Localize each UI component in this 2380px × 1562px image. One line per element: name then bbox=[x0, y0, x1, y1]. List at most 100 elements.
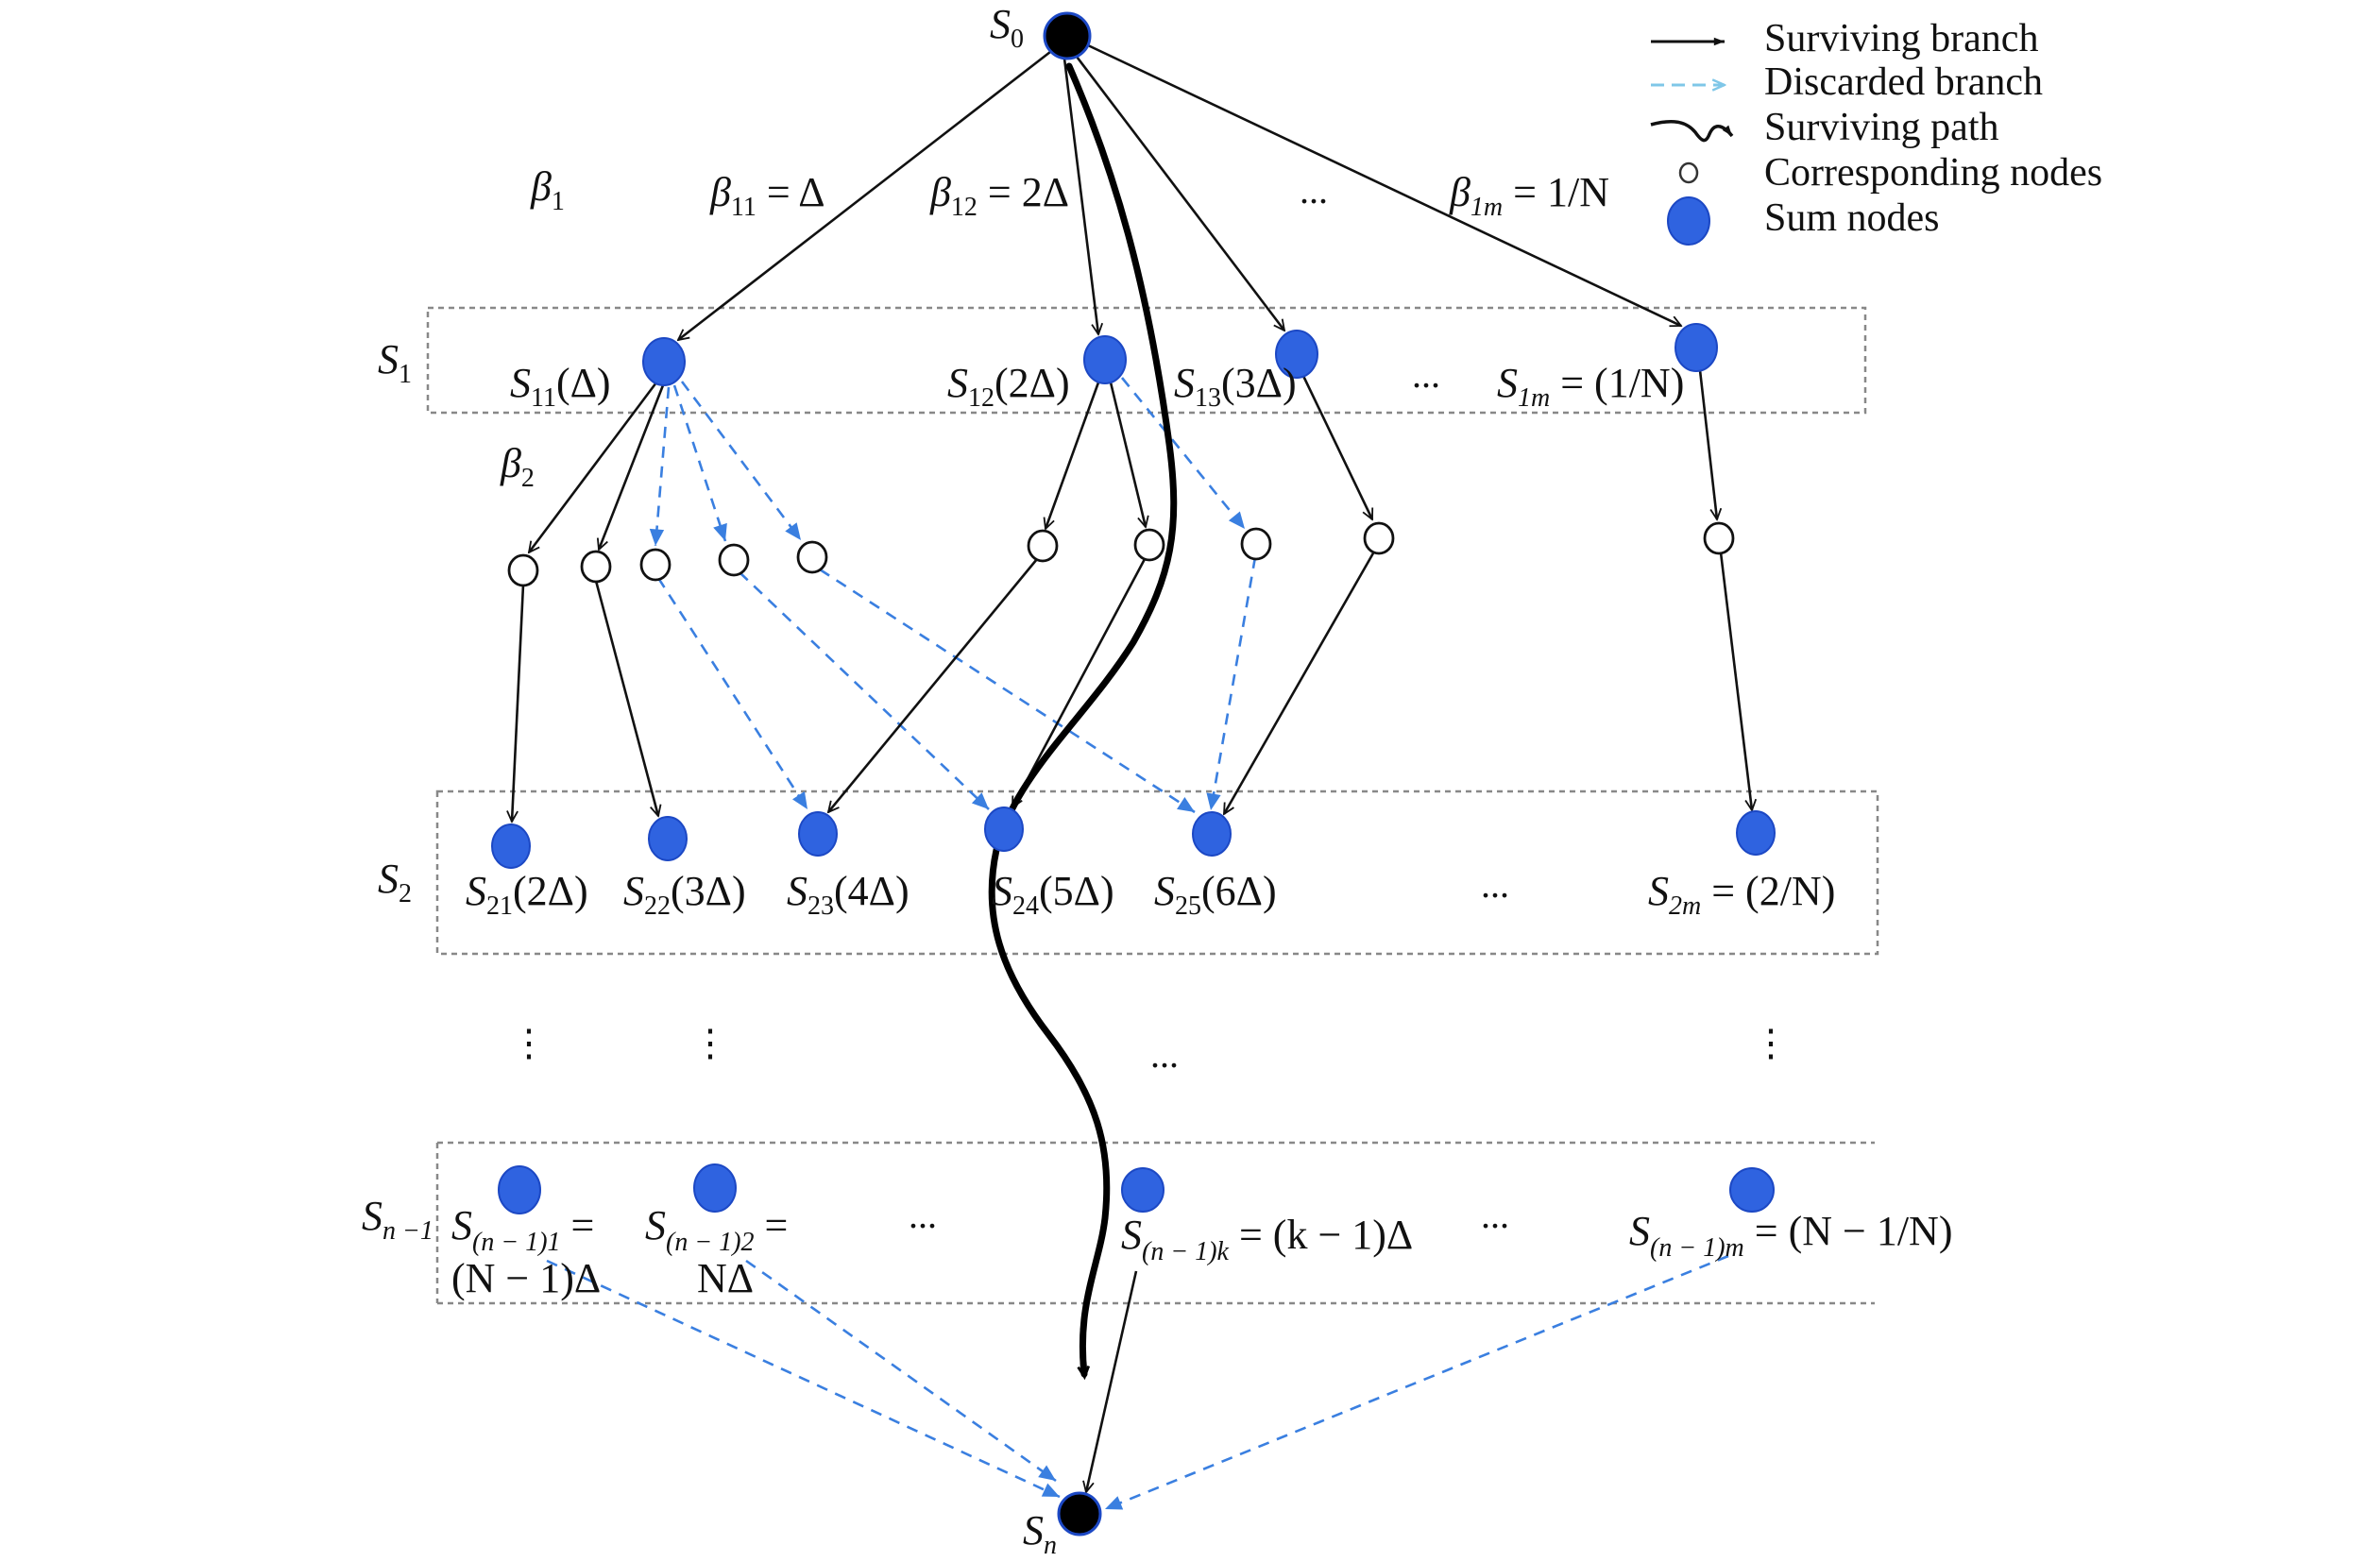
vertical-ellipsis: ⋮ bbox=[1752, 1022, 1790, 1064]
s2m-label: S2m = (2/N) bbox=[1648, 868, 1835, 921]
filled-circle-icon bbox=[1667, 196, 1710, 246]
sn12-value: NΔ bbox=[697, 1255, 754, 1301]
vertical-ellipsis: ⋮ bbox=[510, 1022, 548, 1064]
s24-label: S24(5Δ) bbox=[992, 868, 1114, 921]
sum-node-s24 bbox=[984, 806, 1024, 852]
start-node bbox=[1043, 11, 1092, 60]
legend-item-sum-nodes: Sum nodes bbox=[1667, 196, 1940, 246]
sn1m-label: S(n − 1)m = (N − 1/N) bbox=[1629, 1208, 1952, 1263]
legend-item-discarded-branch: Discarded branch bbox=[1651, 60, 2043, 104]
sum-node-s12 bbox=[1083, 335, 1127, 384]
s22-label: S22(3Δ) bbox=[623, 868, 746, 921]
edge-s11-c5 bbox=[680, 381, 803, 541]
edge-c9-s25 bbox=[1222, 551, 1376, 814]
edge-s12-c8 bbox=[1120, 377, 1247, 530]
corresponding-node bbox=[507, 553, 539, 587]
stage-2-ellipsis: ... bbox=[1481, 863, 1509, 906]
sum-node-s25 bbox=[1192, 811, 1232, 857]
edge-c4-s24 bbox=[739, 571, 990, 810]
sum-node-s23 bbox=[798, 811, 838, 857]
beta-12-label: β12 = 2Δ bbox=[929, 169, 1069, 222]
corresponding-node bbox=[1703, 521, 1735, 555]
edge-s0-s1m bbox=[1087, 43, 1681, 326]
edge-s12-c7 bbox=[1109, 382, 1146, 527]
edge-sn1k-sn bbox=[1086, 1270, 1138, 1492]
edge-s11-c3 bbox=[649, 386, 671, 547]
hollow-circle-icon bbox=[1678, 161, 1699, 184]
stage-2-box bbox=[435, 789, 1879, 956]
edge-s0-s11 bbox=[678, 50, 1051, 340]
sum-node-sn11 bbox=[498, 1165, 541, 1214]
sum-node-s22 bbox=[648, 816, 688, 861]
s23-label: S23(4Δ) bbox=[787, 868, 910, 921]
s12-label: S12(2Δ) bbox=[947, 360, 1070, 413]
sum-node-s11 bbox=[642, 337, 686, 386]
legend-label: Surviving branch bbox=[1764, 17, 2038, 60]
middle-ellipsis: ... bbox=[1150, 1033, 1179, 1076]
beta-1-label: β1 bbox=[530, 163, 565, 216]
sn12-label: S(n − 1)2 = bbox=[645, 1202, 788, 1257]
sum-node-sn12 bbox=[693, 1163, 737, 1213]
s25-label: S25(6Δ) bbox=[1154, 868, 1277, 921]
edge-s13-c9 bbox=[1301, 375, 1374, 519]
wavy-arrow-icon bbox=[1650, 119, 1734, 143]
sum-node-s2m bbox=[1736, 810, 1776, 856]
sum-node-s21 bbox=[491, 823, 531, 869]
sum-node-sn1m bbox=[1729, 1167, 1775, 1213]
stage-1-nodes bbox=[642, 323, 1718, 386]
legend-item-surviving-branch: Surviving branch bbox=[1651, 17, 2038, 60]
corresponding-nodes bbox=[507, 521, 1735, 587]
sn11-value: (N − 1)Δ bbox=[451, 1255, 601, 1301]
edge-c5-s25 bbox=[819, 568, 1196, 814]
sum-node-sn1k bbox=[1121, 1167, 1164, 1213]
legend-label: Corresponding nodes bbox=[1764, 151, 2102, 195]
s11-label: S11(Δ) bbox=[510, 360, 611, 413]
surviving-path bbox=[988, 62, 1178, 1381]
edge-c3-s23 bbox=[656, 577, 809, 810]
stage-1-ellipsis: ... bbox=[1412, 353, 1440, 396]
s21-label: S21(2Δ) bbox=[466, 868, 588, 921]
corresponding-node bbox=[796, 540, 828, 574]
sn1k-label: S(n − 1)k = (k − 1)Δ bbox=[1121, 1212, 1413, 1266]
corresponding-node bbox=[1133, 528, 1165, 562]
s13-label: S13(3Δ) bbox=[1174, 360, 1297, 413]
edge-c8-s25 bbox=[1206, 556, 1257, 811]
edges-corr-s2 bbox=[512, 551, 1752, 822]
stage-n1-ellipsis-2: ... bbox=[1481, 1194, 1509, 1236]
stage-boxes bbox=[426, 306, 1879, 1305]
corresponding-node bbox=[580, 550, 612, 584]
corresponding-node bbox=[1363, 521, 1395, 555]
sum-node-s1m bbox=[1674, 323, 1718, 372]
edge-s11-c1 bbox=[529, 382, 658, 552]
edge-sn12-sn bbox=[745, 1259, 1057, 1483]
sum-node-s13 bbox=[1275, 330, 1318, 379]
end-node-label: Sn bbox=[1023, 1507, 1057, 1560]
legend-label: Discarded branch bbox=[1764, 60, 2043, 104]
edges-s1-corr bbox=[529, 369, 1717, 552]
edge-c10-s2m bbox=[1719, 552, 1752, 810]
legend-label: Surviving path bbox=[1764, 106, 1999, 149]
legend: Surviving branch Discarded branch Surviv… bbox=[1650, 17, 2102, 246]
vertical-ellipsis: ⋮ bbox=[691, 1022, 729, 1064]
edge-c6-s23 bbox=[828, 558, 1039, 812]
beta-2-label: β2 bbox=[500, 440, 535, 493]
edge-s0-s13 bbox=[1075, 56, 1284, 331]
s1m-label: S1m = (1/N) bbox=[1497, 360, 1684, 413]
legend-label: Sum nodes bbox=[1764, 196, 1940, 240]
stage-n1-nodes bbox=[498, 1163, 1775, 1214]
stage-2-label: S2 bbox=[378, 856, 412, 908]
beta-ellipsis: ... bbox=[1300, 169, 1328, 212]
edge-sn11-sn bbox=[546, 1259, 1061, 1499]
edge-c7-s24 bbox=[1011, 558, 1147, 807]
legend-item-surviving-path: Surviving path bbox=[1650, 106, 1999, 149]
beta-1m-label: β1m = 1/N bbox=[1449, 169, 1609, 222]
corresponding-node bbox=[639, 548, 672, 582]
edge-c1-s21 bbox=[512, 584, 525, 822]
corresponding-node bbox=[1027, 529, 1059, 563]
stage-n1-box bbox=[435, 1141, 1875, 1305]
stage-n1-ellipsis: ... bbox=[909, 1194, 937, 1236]
corresponding-node bbox=[718, 543, 750, 577]
edge-s1m-c10 bbox=[1698, 369, 1717, 519]
end-node bbox=[1057, 1491, 1102, 1537]
